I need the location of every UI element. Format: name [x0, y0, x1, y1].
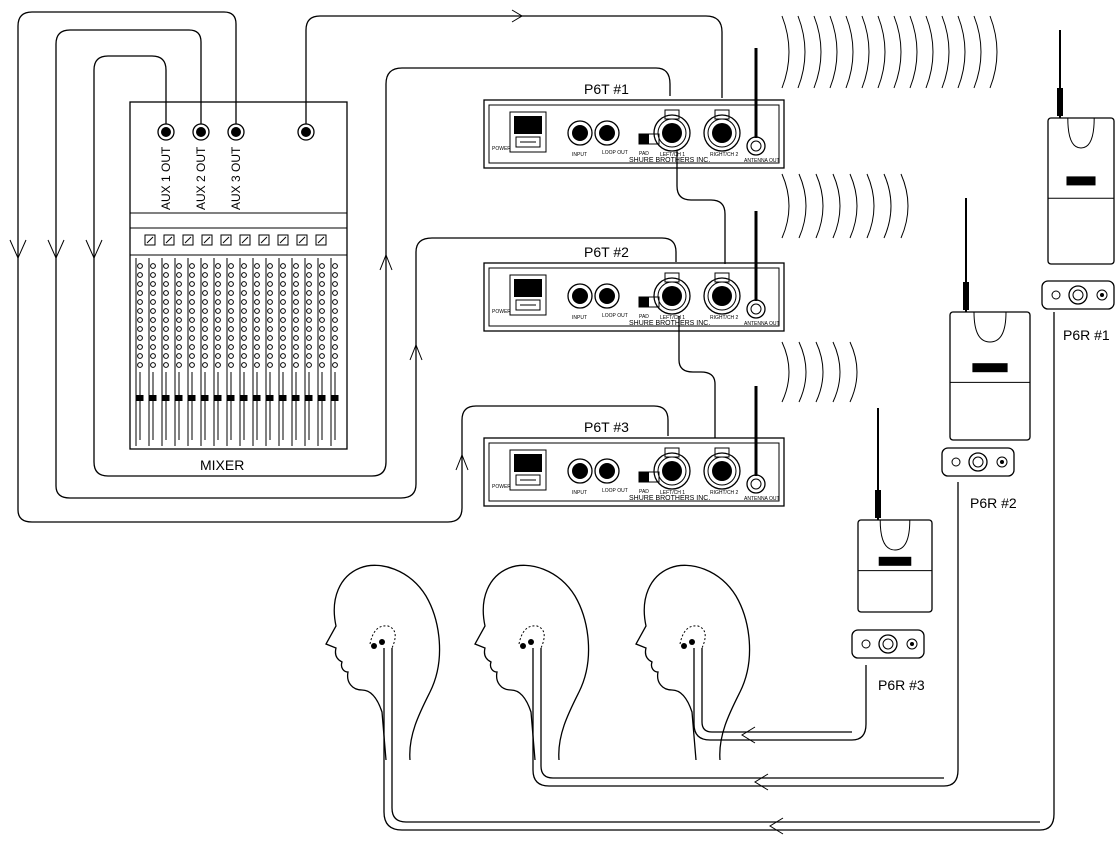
radio-waves	[781, 15, 998, 403]
right-channel-label: RIGHT/CH 2	[710, 152, 739, 158]
receiver-3: P6R #3	[851, 408, 933, 693]
pad-label: PAD	[639, 151, 649, 157]
pad-label: PAD	[639, 314, 649, 320]
right-channel-label: RIGHT/CH 2	[710, 490, 739, 496]
receiver-3-label: P6R #3	[878, 677, 925, 693]
aux-2-label: AUX 2 OUT	[194, 146, 208, 210]
pad-label: PAD	[639, 489, 649, 495]
cables	[9, 9, 726, 523]
earphone-cables	[383, 312, 1055, 835]
aux-3-label: AUX 3 OUT	[229, 146, 243, 210]
antenna-out-label: ANTENNA OUT	[744, 158, 780, 164]
antenna-out-label: ANTENNA OUT	[744, 496, 780, 502]
listener-head-2	[474, 564, 590, 761]
receiver-1-label: P6R #1	[1063, 327, 1110, 343]
receiver-2: P6R #2	[941, 198, 1031, 511]
left-channel-label: LEFT/CH 1	[660, 490, 685, 496]
transmitter-1: P6T #1 SHURE BROTHERS INC. POWER INPUT LOOP …	[483, 48, 785, 169]
power-label: POWER	[492, 484, 511, 490]
left-channel-label: LEFT/CH 1	[660, 152, 685, 158]
transmitter-1-label: P6T #1	[584, 81, 629, 97]
loop-out-label: LOOP OUT	[602, 150, 628, 156]
input-label: INPUT	[572, 490, 587, 496]
transmitter-3-brand: SHURE BROTHERS INC.	[629, 495, 710, 502]
aux-1-jack	[157, 123, 175, 141]
transmitter-3: P6T #3 SHURE BROTHERS INC. POWER INPUT LOOP …	[483, 386, 785, 507]
transmitter-2-brand: SHURE BROTHERS INC.	[629, 320, 710, 327]
mixer: AUX 1 OUT AUX 2 OUT AUX 3 OUT MIXER	[129, 101, 348, 473]
transmitter-1-brand: SHURE BROTHERS INC.	[629, 157, 710, 164]
power-label: POWER	[492, 309, 511, 315]
input-label: INPUT	[572, 152, 587, 158]
transmitter-3-label: P6T #3	[584, 419, 629, 435]
input-label: INPUT	[572, 315, 587, 321]
loop-out-label: LOOP OUT	[602, 488, 628, 494]
transmitter-2: P6T #2 SHURE BROTHERS INC. POWER INPUT LOOP …	[483, 211, 785, 332]
aux-2-jack	[192, 123, 210, 141]
listener-head-3	[635, 564, 751, 761]
left-channel-label: LEFT/CH 1	[660, 315, 685, 321]
listener-head-1	[325, 564, 441, 761]
mixer-label: MIXER	[200, 457, 244, 473]
receiver-2-label: P6R #2	[970, 495, 1017, 511]
power-label: POWER	[492, 146, 511, 152]
transmitter-2-label: P6T #2	[584, 244, 629, 260]
antenna-out-label: ANTENNA OUT	[744, 321, 780, 327]
loop-out-label: LOOP OUT	[602, 313, 628, 319]
receiver-1: P6R #1	[1041, 30, 1115, 343]
aux-3-jack	[227, 123, 245, 141]
right-channel-label: RIGHT/CH 2	[710, 315, 739, 321]
main-out-jack	[297, 123, 315, 141]
aux-1-label: AUX 1 OUT	[159, 146, 173, 210]
